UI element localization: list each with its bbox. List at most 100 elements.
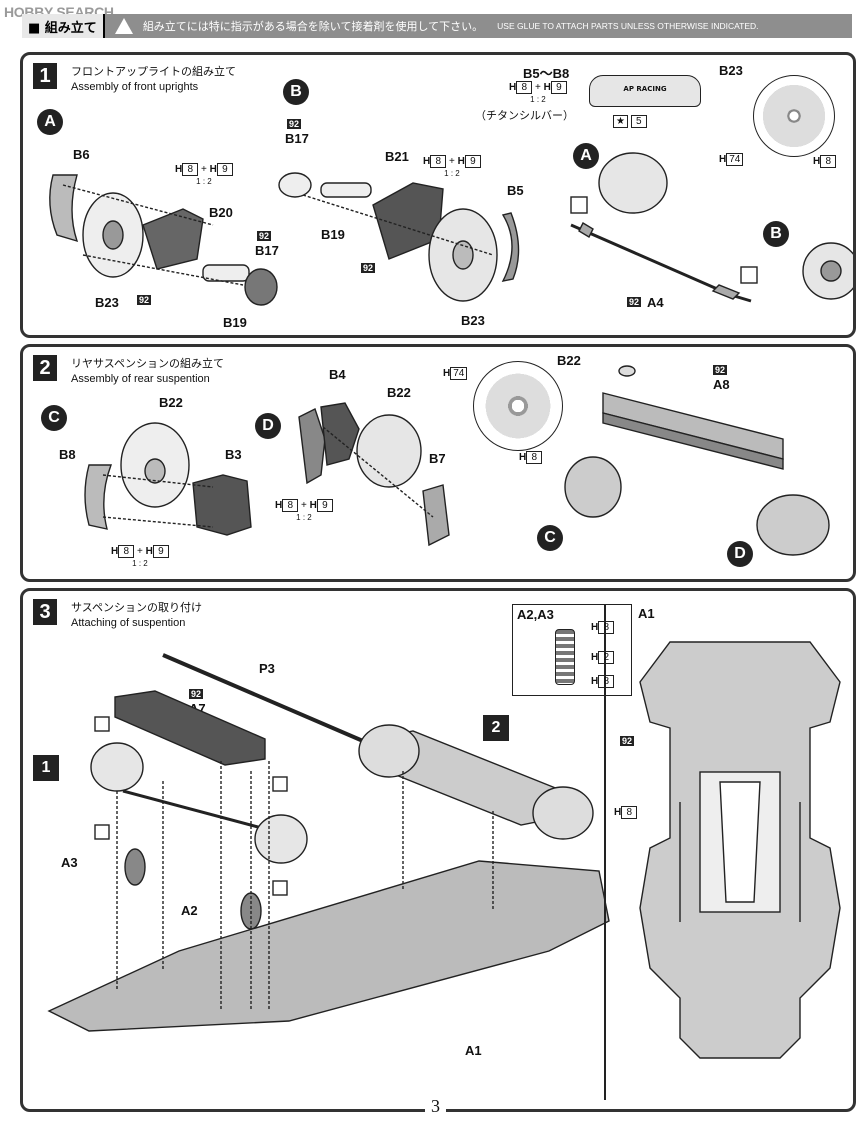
paint-number: 8 xyxy=(430,155,447,168)
part-label-b20: B20 xyxy=(209,205,233,220)
paint-number: 8 xyxy=(516,81,533,94)
instruction-header: ■ 組み立て 組み立てには特に指示がある場合を除いて接着剤を使用して下さい。 U… xyxy=(22,14,852,38)
part-label-b23: B23 xyxy=(719,63,743,78)
paint-code: H xyxy=(145,546,153,557)
paint-number: 9 xyxy=(550,81,567,94)
step-number: 3 xyxy=(33,599,57,625)
brake-disc xyxy=(473,361,563,451)
paint-badge-92: 92 xyxy=(137,295,152,305)
step-ref-2: 2 xyxy=(483,715,509,741)
caliper-part: AP RACING xyxy=(589,75,701,107)
paint-badge-92: 92 xyxy=(620,736,635,746)
paint-number: 8 xyxy=(621,806,638,819)
paint-code: H xyxy=(509,82,517,93)
plus: + xyxy=(449,156,455,167)
part-label-b17: B17 xyxy=(285,131,309,146)
glue-note-en: USE GLUE TO ATTACH PARTS UNLESS OTHERWIS… xyxy=(497,21,759,31)
paint-badge-92: 92 xyxy=(257,231,272,241)
paint-number: 8 xyxy=(598,621,615,634)
part-label-a1: A1 xyxy=(638,606,655,621)
step-title-en: Assembly of front uprights xyxy=(71,81,199,93)
paint-badge-92: 92 xyxy=(627,297,642,307)
paint-code: H xyxy=(309,500,317,511)
part-label-a2: A2 xyxy=(181,903,198,918)
part-label-a1: A1 xyxy=(465,1043,482,1058)
paint-number: 2 xyxy=(598,651,615,664)
part-label-a7: A7 xyxy=(189,701,206,716)
plus: + xyxy=(137,546,143,557)
paint-code: H xyxy=(175,164,183,175)
paint-code: H xyxy=(275,500,283,511)
paint-number: 8 xyxy=(820,155,837,168)
damper-spring xyxy=(555,629,575,685)
callout-d: D xyxy=(727,541,753,567)
paint-code: H xyxy=(543,82,551,93)
brake-disc xyxy=(753,75,835,157)
paint-code: H xyxy=(209,164,217,175)
part-label-a3: A3 xyxy=(61,855,78,870)
paint-number: 9 xyxy=(316,499,333,512)
paint-badge-92: 92 xyxy=(713,365,728,375)
callout-d: D xyxy=(255,413,281,439)
paint-number: 9 xyxy=(152,545,169,558)
step-number: 1 xyxy=(33,63,57,89)
part-label-b19: B19 xyxy=(321,227,345,242)
star-icon: ★ xyxy=(613,115,628,128)
part-label-b17: B17 xyxy=(255,243,279,258)
step-2-panel: 2 リヤサスペンションの組み立て Assembly of rear suspen… xyxy=(20,344,856,582)
part-label-a4: A4 xyxy=(647,295,664,310)
callout-a: A xyxy=(573,143,599,169)
step-ref-1: 1 xyxy=(33,755,59,781)
paint-code: H xyxy=(457,156,465,167)
plus: + xyxy=(535,82,541,93)
part-label-b7: B7 xyxy=(429,451,446,466)
plus: + xyxy=(301,500,307,511)
callout-b: B xyxy=(283,79,309,105)
mix-ratio: 1 : 2 xyxy=(296,513,312,522)
paint-code: H xyxy=(813,156,821,167)
paint-badge-92: 92 xyxy=(189,689,204,699)
paint-code: H xyxy=(423,156,431,167)
mix-ratio: 1 : 2 xyxy=(530,95,546,104)
step-title-en: Attaching of suspention xyxy=(71,617,186,629)
paint-number: 8 xyxy=(526,451,543,464)
paint-code: H xyxy=(519,452,527,463)
paint-code: H xyxy=(591,676,599,687)
step-title-en: Assembly of rear suspention xyxy=(71,373,210,385)
paint-number: 9 xyxy=(216,163,233,176)
paint-code: H xyxy=(614,807,622,818)
paint-number: 8 xyxy=(282,499,299,512)
paint-badge-92: 92 xyxy=(361,263,376,273)
paint-code: H xyxy=(111,546,119,557)
warning-icon xyxy=(114,18,133,34)
paint-number: 9 xyxy=(464,155,481,168)
part-label-p3: P3 xyxy=(259,661,275,676)
callout-c: C xyxy=(537,525,563,551)
part-label-b5-b8: B5～B8 xyxy=(523,66,570,81)
paint-number: 8 xyxy=(598,675,615,688)
mix-ratio: 1 : 2 xyxy=(196,177,212,186)
callout-c: C xyxy=(41,405,67,431)
part-label-a2-a3: A2,A3 xyxy=(517,607,554,622)
panel-divider xyxy=(604,605,606,1100)
mix-ratio: 1 : 2 xyxy=(132,559,148,568)
decal-number: ★ 5 xyxy=(613,115,647,128)
paint-number: 8 xyxy=(118,545,135,558)
paint-code: H xyxy=(719,154,727,165)
paint-number: 74 xyxy=(726,153,744,166)
step-title-jp: サスペンションの取り付け xyxy=(71,601,203,614)
step-title-jp: リヤサスペンションの組み立て xyxy=(71,357,225,370)
part-label-b6: B6 xyxy=(73,147,90,162)
